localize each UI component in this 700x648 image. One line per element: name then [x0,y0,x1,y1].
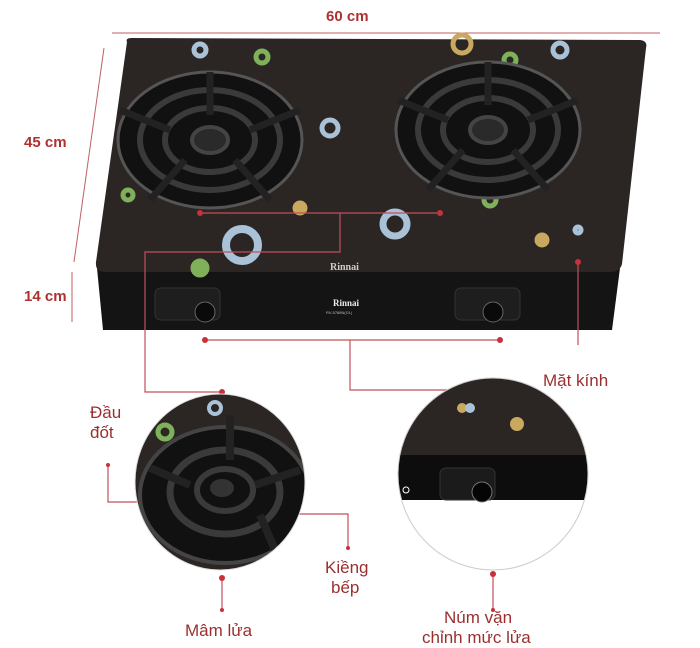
depth-dimension: 45 cm [24,134,67,151]
label-glass-top: Mặt kính [543,371,609,390]
left-burner [116,70,304,210]
knob-detail-inset [398,378,588,570]
knobs [154,287,521,323]
right-burner [394,60,582,200]
label-knob-2: chỉnh mức lửa [422,628,531,647]
dimension-lines [71,32,660,322]
decor-dots [120,32,584,278]
label-burner-head-1: Đầu [90,403,122,422]
burner-detail-inset [135,394,305,570]
model-number: RV-5788N(GL) [326,310,353,315]
label-burner-head-2: đốt [90,423,114,442]
label-pan-support-1: Kiềng [325,558,369,577]
label-burner-tray: Mâm lửa [185,621,253,640]
width-dimension: 60 cm [326,8,369,25]
height-dimension: 14 cm [24,288,67,305]
brand-logo-top: Rinnai [330,262,359,273]
brand-logo-panel: Rinnai [333,298,360,308]
label-knob-1: Núm vặn [444,608,513,627]
label-pan-support-2: bếp [331,578,360,597]
